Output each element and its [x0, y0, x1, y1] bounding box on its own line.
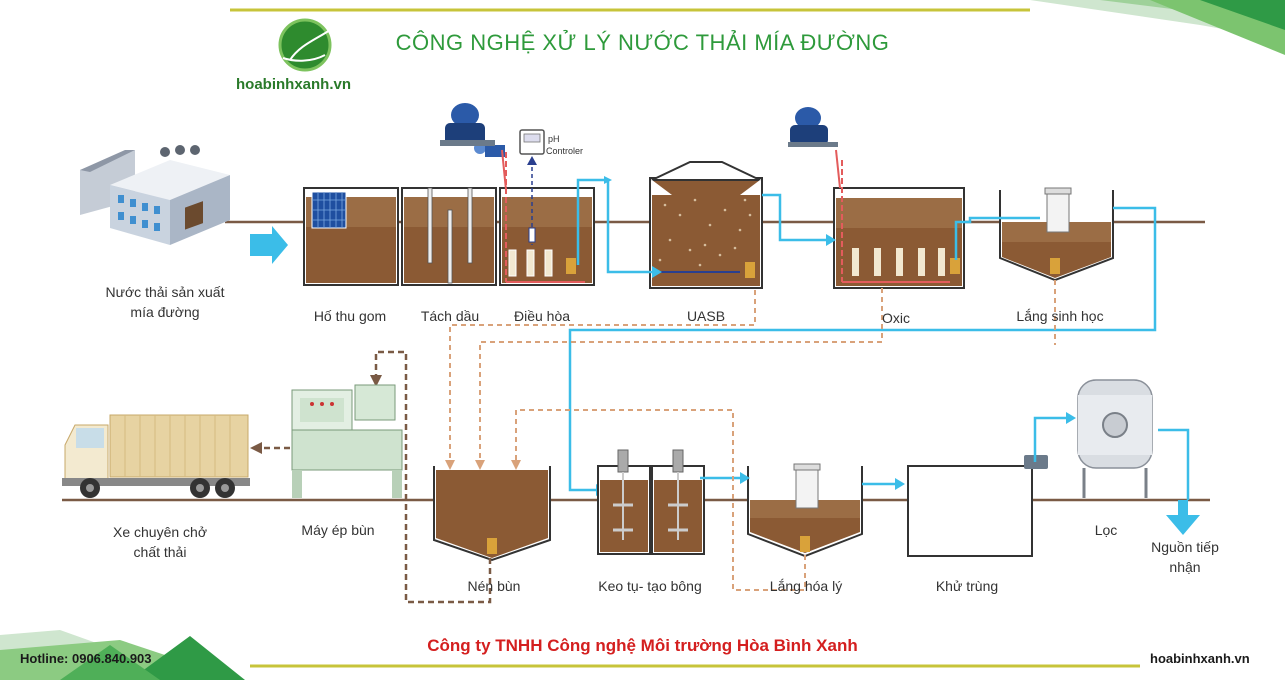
biological-settling-tank: [999, 187, 1114, 282]
leaf-decoration-top-right: [1030, 0, 1285, 55]
coagulation-flocculation-tank: [597, 449, 705, 555]
stage-label-oil-separator: Tách dầu: [420, 308, 480, 324]
air-blower-icon: [788, 107, 841, 189]
factory-icon: [80, 145, 230, 245]
sludge-return-lines: [449, 280, 1056, 591]
flow-arrowheads-bottom: [740, 412, 1200, 535]
stage-label-sludge-thickener: Nén bùn: [467, 578, 521, 594]
oxic-tank: [833, 160, 965, 289]
oil-separator-tank: [401, 187, 497, 286]
collection-tank: [303, 187, 399, 286]
stage-label-receiving-source: Nguồn tiếp nhận: [1151, 539, 1219, 575]
stage-label-collection-tank: Hố thu gom: [313, 308, 387, 324]
stage-label-chemical-settling: Lắng hóa lý: [769, 578, 843, 594]
stage-label-equalization: Điều hòa: [513, 308, 571, 324]
hotline-text: Hotline: 0906.840.903: [20, 651, 152, 666]
stage-label-filter: Lọc: [1094, 522, 1118, 538]
stage-label-biological-settling: Lắng sinh học: [1016, 308, 1104, 324]
leaf-decoration-bottom-left: [0, 630, 245, 680]
stage-label-wastewater-source: Nước thải sản xuất mía đường: [105, 284, 225, 320]
truck-arrow-icon: [250, 442, 262, 454]
disinfection-tank: [907, 465, 1033, 557]
website-text: hoabinhxanh.vn: [1150, 651, 1250, 666]
uasb-reactor: [649, 161, 763, 289]
stage-label-coagulation: Keo tụ- tạo bông: [598, 578, 702, 594]
inflow-arrow-icon: [250, 226, 288, 264]
logo-text: hoabinhxanh.vn: [236, 76, 352, 93]
ph-controller-label: Controler: [546, 146, 584, 156]
ph-label: pH: [548, 134, 560, 144]
stage-label-oxic: Oxic: [882, 310, 910, 326]
chemical-settling-tank: [747, 463, 863, 558]
sludge-press-line: [260, 350, 492, 604]
sludge-thickener-tank: [433, 466, 551, 562]
stage-label-sludge-press: Máy ép bùn: [301, 522, 375, 538]
equalization-tank: [499, 152, 595, 286]
company-name: Công ty TNHH Công nghệ Môi trường Hòa Bì…: [427, 636, 858, 655]
stage-label-uasb: UASB: [686, 308, 726, 324]
air-blower-icon: [440, 103, 507, 191]
press-arrow-icon: [370, 375, 382, 387]
pressure-filter-icon: [1024, 379, 1153, 498]
page-title: CÔNG NGHỆ XỬ LÝ NƯỚC THẢI MÍA ĐƯỜNG: [395, 30, 890, 55]
sludge-arrowheads: [445, 460, 521, 470]
ph-controller-icon: [519, 129, 545, 155]
stage-label-disinfection: Khử trùng: [935, 578, 999, 594]
company-logo-icon: [278, 18, 332, 72]
stage-label-waste-truck: Xe chuyên chở chất thải: [112, 524, 207, 560]
filter-press-icon: [291, 384, 403, 498]
truck-icon: [62, 414, 250, 498]
